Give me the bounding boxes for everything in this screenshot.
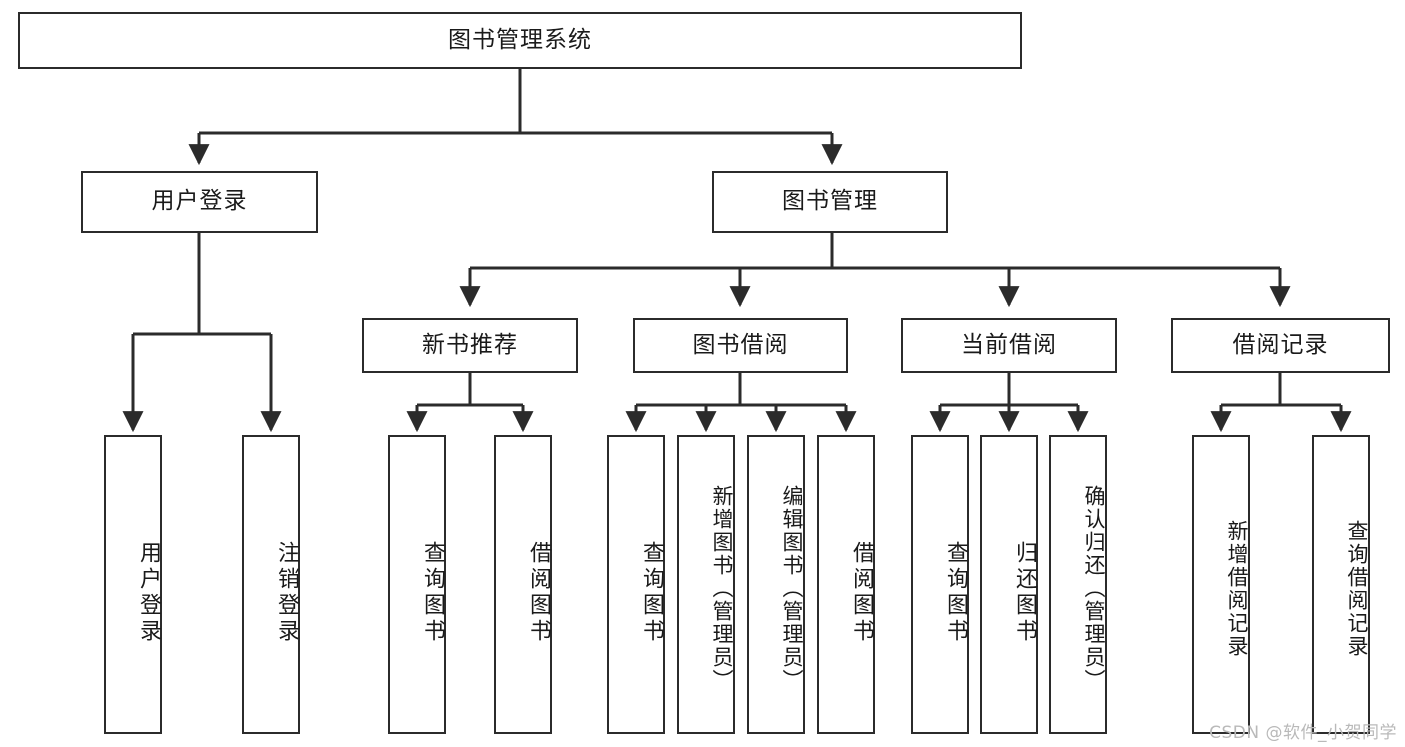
- node-book-manage-label: 图书管理: [782, 188, 878, 215]
- node-leaf-query-book-2-label: 查询图书: [639, 540, 664, 645]
- node-leaf-confirm-return[interactable]: 确认归还（管理员）: [1049, 435, 1107, 734]
- node-book-borrow-label: 图书借阅: [692, 331, 789, 358]
- node-leaf-add-book[interactable]: 新增图书（管理员）: [677, 435, 735, 734]
- node-borrow-record[interactable]: 借阅记录: [1171, 318, 1390, 373]
- node-new-book-recommend[interactable]: 新书推荐: [362, 318, 578, 373]
- node-leaf-query-record[interactable]: 查询借阅记录: [1312, 435, 1370, 734]
- node-book-borrow[interactable]: 图书借阅: [633, 318, 848, 373]
- node-leaf-logout-login[interactable]: 注销登录: [242, 435, 300, 734]
- node-leaf-query-book-3[interactable]: 查询图书: [911, 435, 969, 734]
- node-leaf-edit-book-label: 编辑图书（管理员）: [780, 485, 804, 692]
- node-root[interactable]: 图书管理系统: [18, 12, 1022, 69]
- node-leaf-query-book-1[interactable]: 查询图书: [388, 435, 446, 734]
- watermark: CSDN @软件_小贺同学: [1209, 723, 1397, 743]
- node-leaf-borrow-book-1[interactable]: 借阅图书: [494, 435, 552, 734]
- node-leaf-query-book-1-label: 查询图书: [420, 540, 445, 645]
- node-leaf-add-book-label: 新增图书（管理员）: [710, 485, 734, 692]
- node-leaf-borrow-book-1-label: 借阅图书: [526, 540, 551, 645]
- node-leaf-return-book-label: 归还图书: [1012, 540, 1037, 645]
- node-leaf-edit-book[interactable]: 编辑图书（管理员）: [747, 435, 805, 734]
- node-leaf-add-record[interactable]: 新增借阅记录: [1192, 435, 1250, 734]
- node-current-borrow-label: 当前借阅: [961, 331, 1057, 358]
- node-leaf-add-record-label: 新增借阅记录: [1225, 519, 1249, 658]
- node-leaf-borrow-book-2-label: 借阅图书: [849, 540, 874, 645]
- node-borrow-record-label: 借阅记录: [1232, 331, 1329, 358]
- node-leaf-query-book-3-label: 查询图书: [943, 540, 968, 645]
- node-leaf-confirm-return-label: 确认归还（管理员）: [1082, 485, 1106, 692]
- node-leaf-query-record-label: 查询借阅记录: [1345, 519, 1369, 658]
- node-leaf-borrow-book-2[interactable]: 借阅图书: [817, 435, 875, 734]
- node-leaf-user-login[interactable]: 用户登录: [104, 435, 162, 734]
- node-leaf-query-book-2[interactable]: 查询图书: [607, 435, 665, 734]
- node-leaf-user-login-label: 用户登录: [136, 540, 161, 645]
- node-current-borrow[interactable]: 当前借阅: [901, 318, 1117, 373]
- node-user-login-label: 用户登录: [151, 188, 248, 215]
- node-book-manage[interactable]: 图书管理: [712, 171, 948, 233]
- node-new-book-recommend-label: 新书推荐: [422, 331, 518, 358]
- node-root-label: 图书管理系统: [448, 26, 592, 53]
- node-user-login[interactable]: 用户登录: [81, 171, 318, 233]
- node-leaf-logout-login-label: 注销登录: [274, 540, 299, 645]
- node-leaf-return-book[interactable]: 归还图书: [980, 435, 1038, 734]
